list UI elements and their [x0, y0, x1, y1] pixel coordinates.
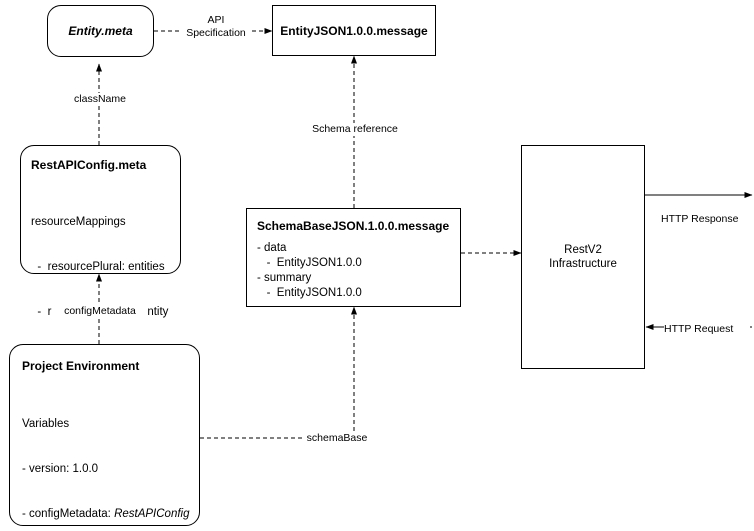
edge-label-class-name: className — [66, 93, 134, 106]
node-entity-meta[interactable]: Entity.meta — [47, 5, 154, 57]
node-rest-v2-infrastructure[interactable]: RestV2 Infrastructure — [521, 145, 645, 369]
node-rest-v2-infrastructure-label: RestV2 Infrastructure — [549, 244, 617, 270]
rest-api-config-line-2: - resourcePlural: entities — [31, 261, 165, 273]
node-project-environment-title: Project Environment — [22, 359, 140, 373]
node-project-environment[interactable]: Project Environment Variables - version:… — [9, 344, 200, 526]
edge-label-schema-reference: Schema reference — [300, 123, 410, 136]
edge-label-http-request: HTTP Request — [664, 323, 750, 336]
node-entity-meta-title: Entity.meta — [68, 24, 133, 38]
project-env-line-3-value: RestAPIConfig — [114, 508, 190, 520]
edge-label-api-specification: API Specification — [180, 14, 252, 39]
node-rest-api-config[interactable]: RestAPIConfig.meta resourceMappings - re… — [20, 145, 181, 363]
node-rest-api-config-title: RestAPIConfig.meta — [31, 158, 147, 172]
project-env-line-3: - configMetadata: RestAPIConfig — [22, 507, 190, 522]
project-env-line-1: Variables — [22, 418, 70, 430]
rest-api-config-line-1: resourceMappings — [31, 216, 126, 228]
node-schema-base-json-title: SchemaBaseJSON.1.0.0.message — [257, 219, 450, 233]
node-schema-base-json-body: - data - EntityJSON1.0.0 - summary - Ent… — [257, 242, 362, 299]
edge-label-config-metadata: configMetadata — [52, 305, 148, 318]
edge-label-schema-base: schemaBase — [303, 432, 371, 445]
node-schema-base-json[interactable]: SchemaBaseJSON.1.0.0.message - data - En… — [246, 208, 461, 307]
edge-label-http-response: HTTP Response — [661, 213, 749, 226]
project-env-line-2: - version: 1.0.0 — [22, 463, 99, 475]
node-entity-json-message[interactable]: EntityJSON1.0.0.message — [272, 5, 436, 56]
node-entity-json-message-title: EntityJSON1.0.0.message — [280, 23, 428, 38]
project-env-line-3-prefix: - configMetadata: — [22, 508, 115, 520]
